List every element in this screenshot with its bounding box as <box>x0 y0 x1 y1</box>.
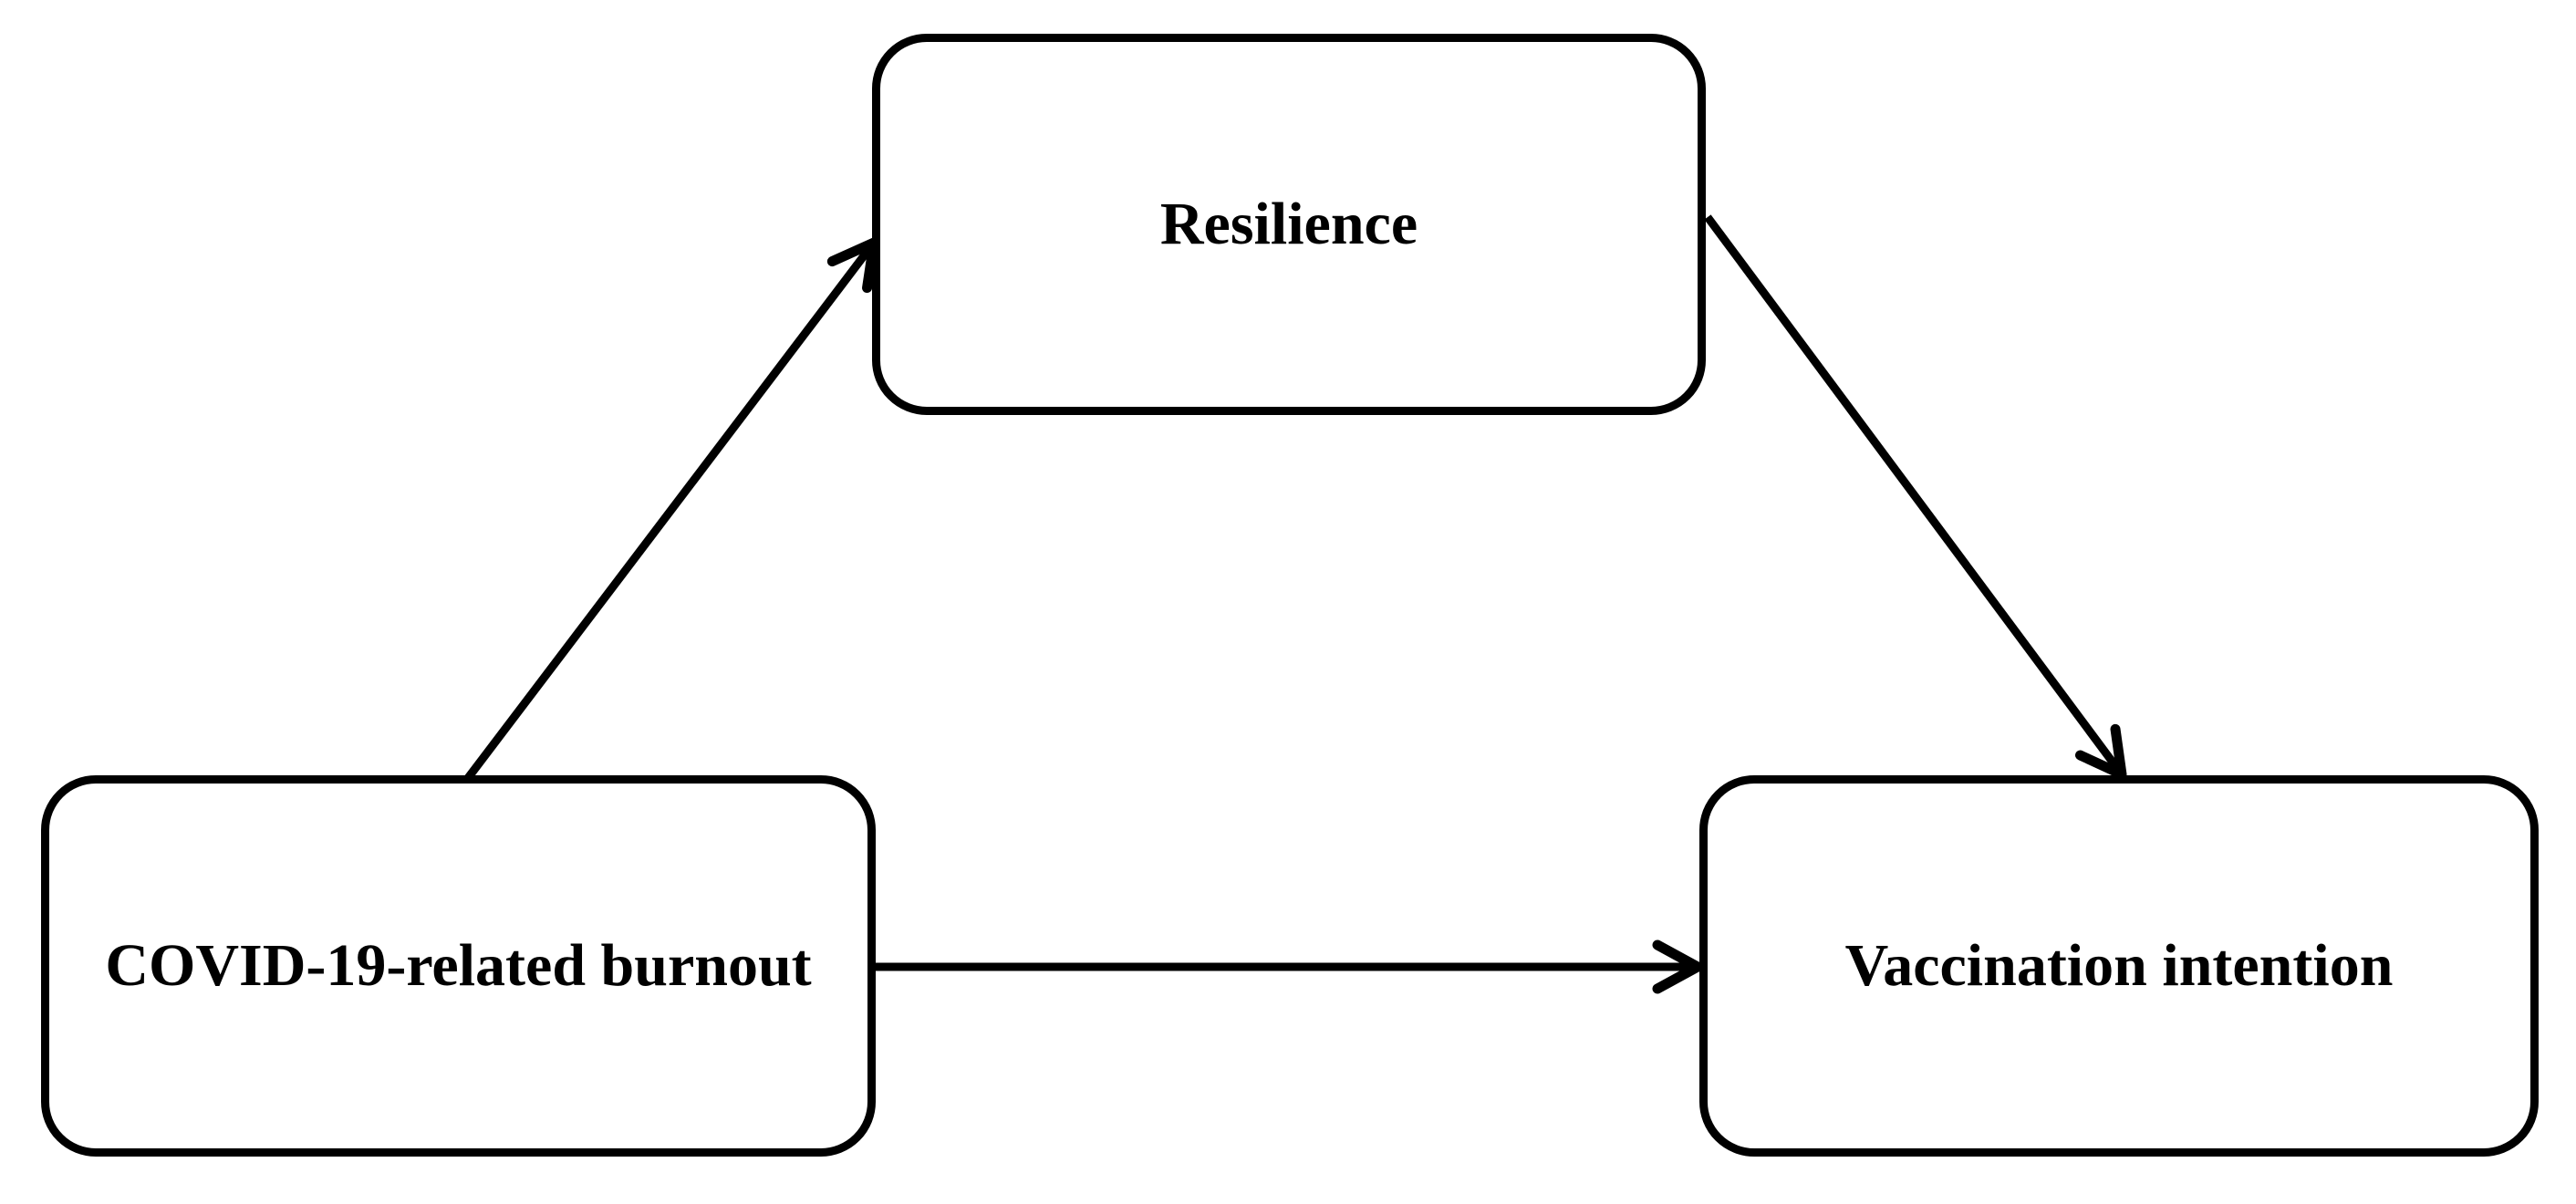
arrow-resilience-to-vaccination <box>1704 214 2127 780</box>
node-vaccination: Vaccination intention <box>1699 775 2539 1157</box>
node-vaccination-label: Vaccination intention <box>1844 931 2394 999</box>
node-resilience: Resilience <box>872 34 1706 415</box>
arrow-burnout-to-resilience <box>464 237 879 781</box>
node-burnout-label: COVID-19-related burnout <box>105 931 812 999</box>
node-burnout: COVID-19-related burnout <box>41 775 876 1157</box>
node-resilience-label: Resilience <box>1159 190 1418 257</box>
